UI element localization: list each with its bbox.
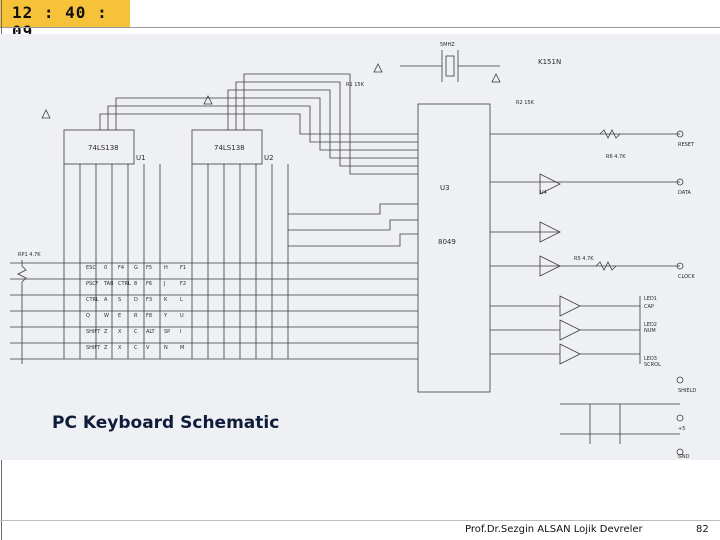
key-label: TAB: [103, 281, 114, 287]
key-label: Z: [104, 329, 108, 335]
decoder-u2-body: [191, 129, 263, 165]
clock-widget: 12 : 40 : 09: [0, 0, 130, 41]
key-label: F6: [146, 281, 152, 287]
decoder-u1-body: [63, 129, 135, 165]
micro-u3-body: [417, 103, 491, 393]
key-label: J: [163, 281, 165, 287]
key-label: SHIFT: [86, 345, 101, 351]
connector-label: SHIELD: [678, 388, 696, 394]
resistor-label-3: RP1 4.7K: [18, 252, 41, 258]
decoder-u1-part: 74LS138: [88, 144, 119, 152]
resistor-label-2: R2 15K: [516, 100, 535, 106]
crystal-body: [445, 55, 455, 77]
key-label: I: [180, 329, 181, 335]
key-label: H: [164, 265, 168, 271]
resistor-label-1: R1 15K: [346, 82, 365, 88]
key-label: F3: [146, 297, 152, 303]
key-label: Q: [86, 313, 90, 319]
key-label: C: [134, 345, 138, 351]
bottom-divider: [0, 520, 720, 521]
key-label: SP: [164, 329, 170, 335]
key-label: F4: [118, 265, 124, 271]
key-label: G: [134, 265, 138, 271]
footer-author: Prof.Dr.Sezgin ALSAN Lojik Devreler: [465, 524, 643, 535]
driver-u4-id: U4: [540, 190, 547, 196]
key-label: L: [180, 297, 183, 303]
key-label: M: [180, 345, 184, 351]
decoder-u2-id: U2: [264, 154, 274, 162]
top-divider: [0, 27, 720, 28]
key-label: E: [118, 313, 121, 319]
led-label: LED2: [644, 322, 657, 328]
decoder-u2-part: 74LS138: [214, 144, 245, 152]
schematic-drawing: 74LS138 U1 74LS138 U2 U3 8049 K151N 5MHZ…: [10, 42, 696, 460]
resistor-label-5: R6 4.7K: [606, 154, 626, 160]
key-label: 8: [134, 281, 137, 287]
slide-caption: PC Keyboard Schematic: [52, 413, 280, 433]
key-label: SHIFT: [86, 329, 101, 335]
crystal-label: 5MHZ: [440, 42, 455, 48]
key-label: X: [118, 345, 122, 351]
key-label: ALT: [146, 329, 156, 335]
key-label: A: [104, 297, 108, 303]
connector-label: GND: [678, 454, 690, 460]
decoder-u1-id: U1: [136, 154, 146, 162]
key-label: F1: [180, 265, 186, 271]
board-label: K151N: [538, 58, 561, 66]
key-label: U: [180, 313, 184, 319]
key-label: F8: [146, 313, 152, 319]
connector-label: DATA: [678, 190, 691, 196]
connector-label: NUM: [644, 328, 656, 334]
key-label: K: [164, 297, 168, 303]
connector-label: +5: [678, 426, 685, 432]
key-label: F2: [180, 281, 186, 287]
key-label: 0: [104, 265, 107, 271]
key-label: S: [118, 297, 121, 303]
schematic-image: 74LS138 U1 74LS138 U2 U3 8049 K151N 5MHZ…: [0, 34, 720, 460]
key-label: R: [134, 313, 138, 319]
micro-u3-part: 8049: [438, 238, 456, 246]
resistor-label-4: R5 4.7K: [574, 256, 594, 262]
connector-label: SCROL: [644, 362, 661, 368]
key-label: C: [134, 329, 138, 335]
key-label: X: [118, 329, 122, 335]
key-label: Y: [163, 313, 168, 319]
connector-label: CLOCK: [678, 274, 696, 280]
key-label: V: [146, 345, 150, 351]
led-label: LED1: [644, 296, 657, 302]
led-label: LED3: [644, 356, 657, 362]
connector-label: RESET: [678, 142, 695, 148]
key-label: ESC: [86, 265, 96, 271]
key-label: PSCF: [86, 281, 99, 287]
key-label: CTRL: [86, 297, 99, 303]
connector-label: CAP: [644, 304, 654, 310]
key-label: Z: [104, 345, 108, 351]
key-label: F5: [146, 265, 152, 271]
key-label: CTRL: [118, 281, 131, 287]
key-label: D: [134, 297, 138, 303]
micro-u3-id: U3: [440, 184, 450, 192]
key-label: N: [164, 345, 168, 351]
key-label: W: [104, 313, 109, 319]
page-number: 82: [696, 524, 709, 535]
